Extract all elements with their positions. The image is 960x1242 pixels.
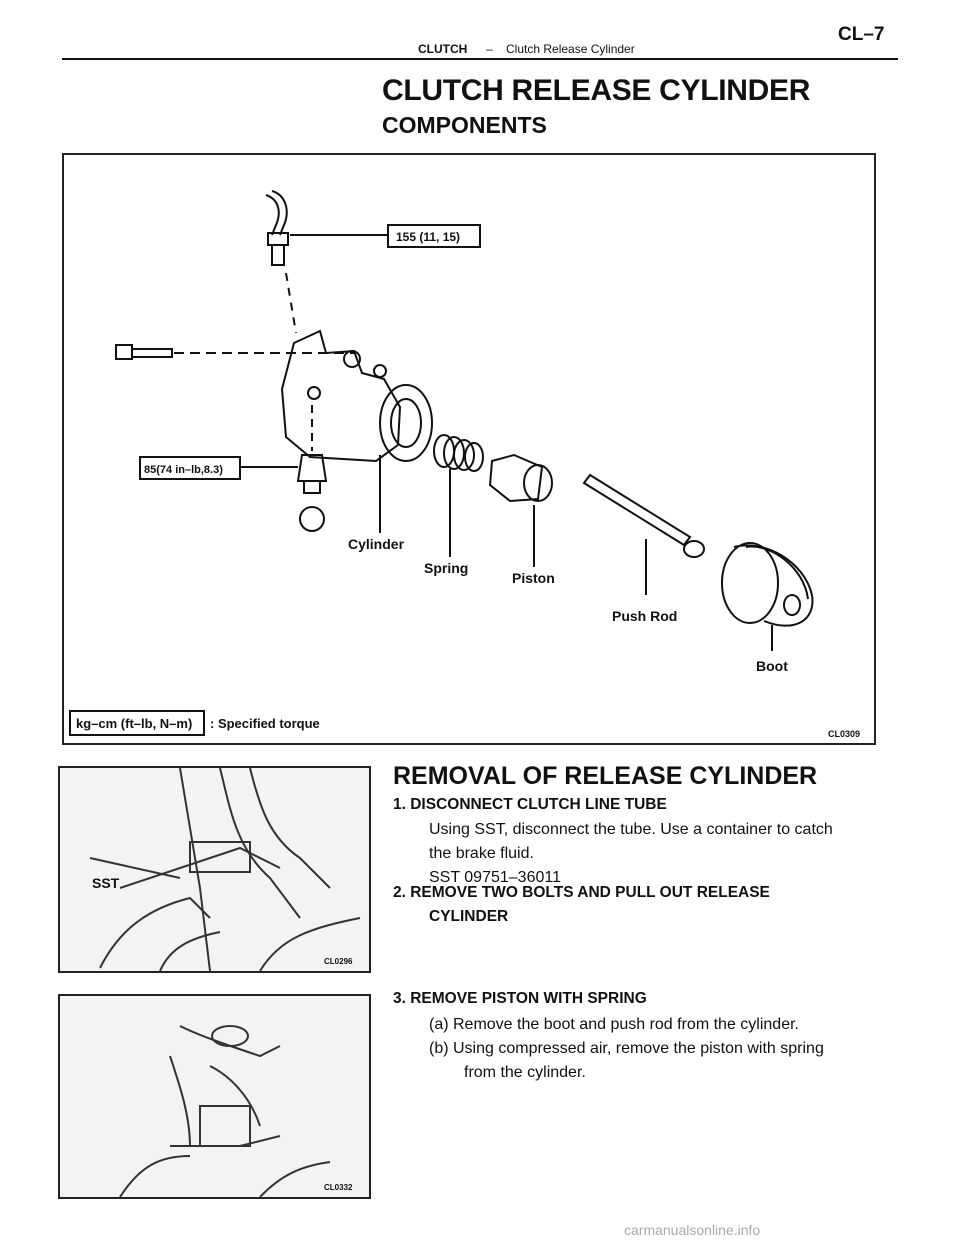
photo-2-code: CL0332 [324,1183,353,1192]
bolt-shank [131,348,173,358]
photo-disconnect-tube: SST CL0296 [58,766,371,973]
removal-title: REMOVAL OF RELEASE CYLINDER [393,762,818,790]
header-section: CLUTCH [418,42,468,56]
photo-2-drawing: CL0332 [119,1025,353,1198]
header-rule [62,58,898,60]
step-1-body: Using SST, disconnect the tube. Use a co… [429,818,879,890]
label-push-rod: Push Rod [612,608,677,624]
header-separator: – [486,42,493,56]
torque-mid: 85(74 in–lb,8.3) [144,464,223,476]
cylinder-bore [379,384,433,462]
legend-box [69,710,205,736]
bleeder-cap [299,506,325,532]
components-figure: 155 (11, 15) 85(74 in–lb,8.3) Cylinder S… [62,153,876,745]
label-cylinder: Cylinder [348,536,405,552]
page-title: CLUTCH RELEASE CYLINDER [382,74,811,107]
figure-code: CL0309 [828,729,860,739]
step-3a: (a) Remove the boot and push rod from th… [429,1016,799,1033]
header-subsection: Clutch Release Cylinder [506,42,635,56]
legend-unit: kg–cm (ft–lb, N–m) [76,716,192,731]
bolt-head [115,344,133,360]
boot-drawing [721,542,814,627]
legend-text: : Specified torque [210,716,320,731]
step-1-line-2: the brake fluid. [429,845,534,862]
watermark: carmanualsonline.info [624,1222,761,1238]
photo-1-code: CL0296 [324,957,353,966]
push-rod-drawing [582,473,692,547]
photo-1-drawing: SST CL0296 [89,767,361,972]
step-2-heading: 2. REMOVE TWO BOLTS AND PULL OUT RELEASE [393,884,770,901]
photo-1-label: SST [92,875,120,891]
spring-drawing [433,434,484,472]
step-1-sst: SST 09751–36011 [429,869,561,886]
torque-box-top [387,224,481,248]
bleeder-plug [296,454,328,482]
label-boot: Boot [756,658,788,674]
page-number: CL–7 [838,24,885,45]
photo-remove-piston: CL0332 [58,994,371,1199]
step-3b-cont: from the cylinder. [464,1064,586,1081]
step-1-heading: 1. DISCONNECT CLUTCH LINE TUBE [393,796,667,813]
step-1-line-1: Using SST, disconnect the tube. Use a co… [429,821,833,838]
torque-box-mid [139,456,241,480]
step-3-heading: 3. REMOVE PISTON WITH SPRING [393,990,647,1007]
step-3b: (b) Using compressed air, remove the pis… [429,1040,824,1057]
line-tube [271,190,288,236]
step-2-heading-cont: CYLINDER [429,908,509,925]
torque-top: 155 (11, 15) [396,230,460,244]
exploded-view-drawing: 155 (11, 15) 85(74 in–lb,8.3) Cylinder S… [69,190,860,739]
page-subtitle: COMPONENTS [382,112,547,138]
cylinder-body [280,329,402,463]
piston-drawing [488,453,544,503]
label-piston: Piston [512,570,555,586]
label-spring: Spring [424,560,468,576]
tube-nut [267,232,289,246]
